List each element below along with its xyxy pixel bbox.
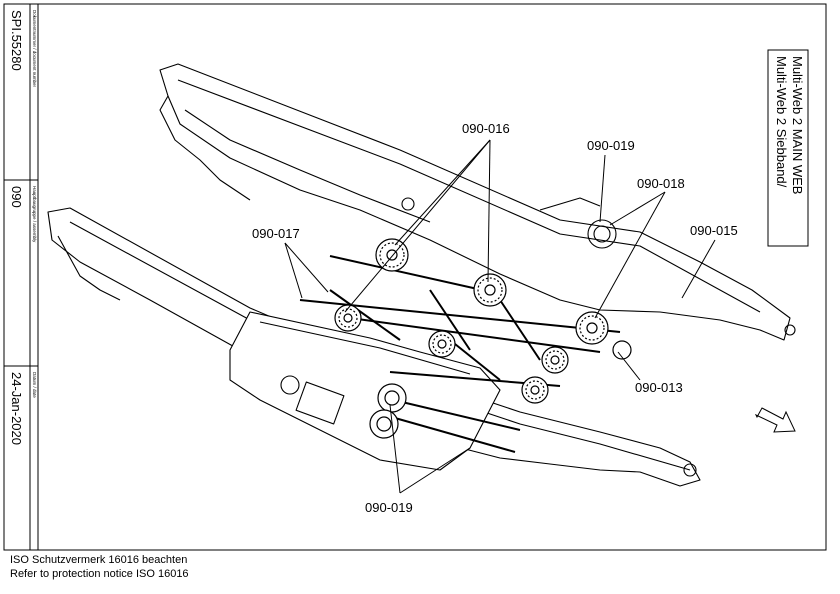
drawing-title-line1: Multi-Web 2 Siebband/ [774,56,789,188]
sprocket-rear-mid [473,273,507,307]
sprocket-front-right [541,346,569,374]
travel-direction-arrow-icon [754,407,796,433]
callout-leader-lines [284,139,716,494]
callout-090-018: 090-018 [637,176,685,191]
assembly-caption: Hauptbaugruppe / assembly [32,186,37,243]
document-number: SPI.55280 [9,10,24,71]
protection-notice-en: Refer to protection notice ISO 16016 [10,568,189,580]
sheet-border [3,3,827,551]
machine-illustration [47,63,796,487]
date-caption: Datum / date [32,372,37,398]
idler-pulley-lower [369,409,399,439]
callout-090-015: 090-015 [690,223,738,238]
idler-pulley-upper [377,383,407,413]
rear-side-frame [159,63,796,341]
date: 24-Jan-2020 [9,372,24,445]
callout-090-017: 090-017 [252,226,300,241]
sprocket-group [334,238,632,439]
title-block: Dokumentnummer / document number SPI.552… [4,4,39,550]
sprocket-front-left [334,304,362,332]
drawing-title-box: Multi-Web 2 Siebband/ Multi-Web 2 MAIN W… [767,49,809,247]
sprocket-front-mid [428,330,456,358]
protection-notice-de: ISO Schutzvermerk 16016 beachten [10,554,188,566]
drawing-title-line2: Multi-Web 2 MAIN WEB [790,56,805,194]
web-shafts [299,255,621,387]
document-number-caption: Dokumentnummer / document number [32,10,37,88]
idler-roller-right [612,340,632,360]
callout-090-016: 090-016 [462,121,510,136]
sprocket-rear-right [575,311,609,345]
assembly-number: 090 [9,186,24,208]
callout-090-019-bottom: 090-019 [365,500,413,515]
callout-090-019-top: 090-019 [587,138,635,153]
sprocket-front-far-right [521,376,549,404]
callout-090-013: 090-013 [635,380,683,395]
drive-belt [384,339,521,453]
callout-labels: 090-016 090-019 090-018 090-015 090-017 … [252,121,738,515]
sprocket-rear-left [375,238,409,272]
